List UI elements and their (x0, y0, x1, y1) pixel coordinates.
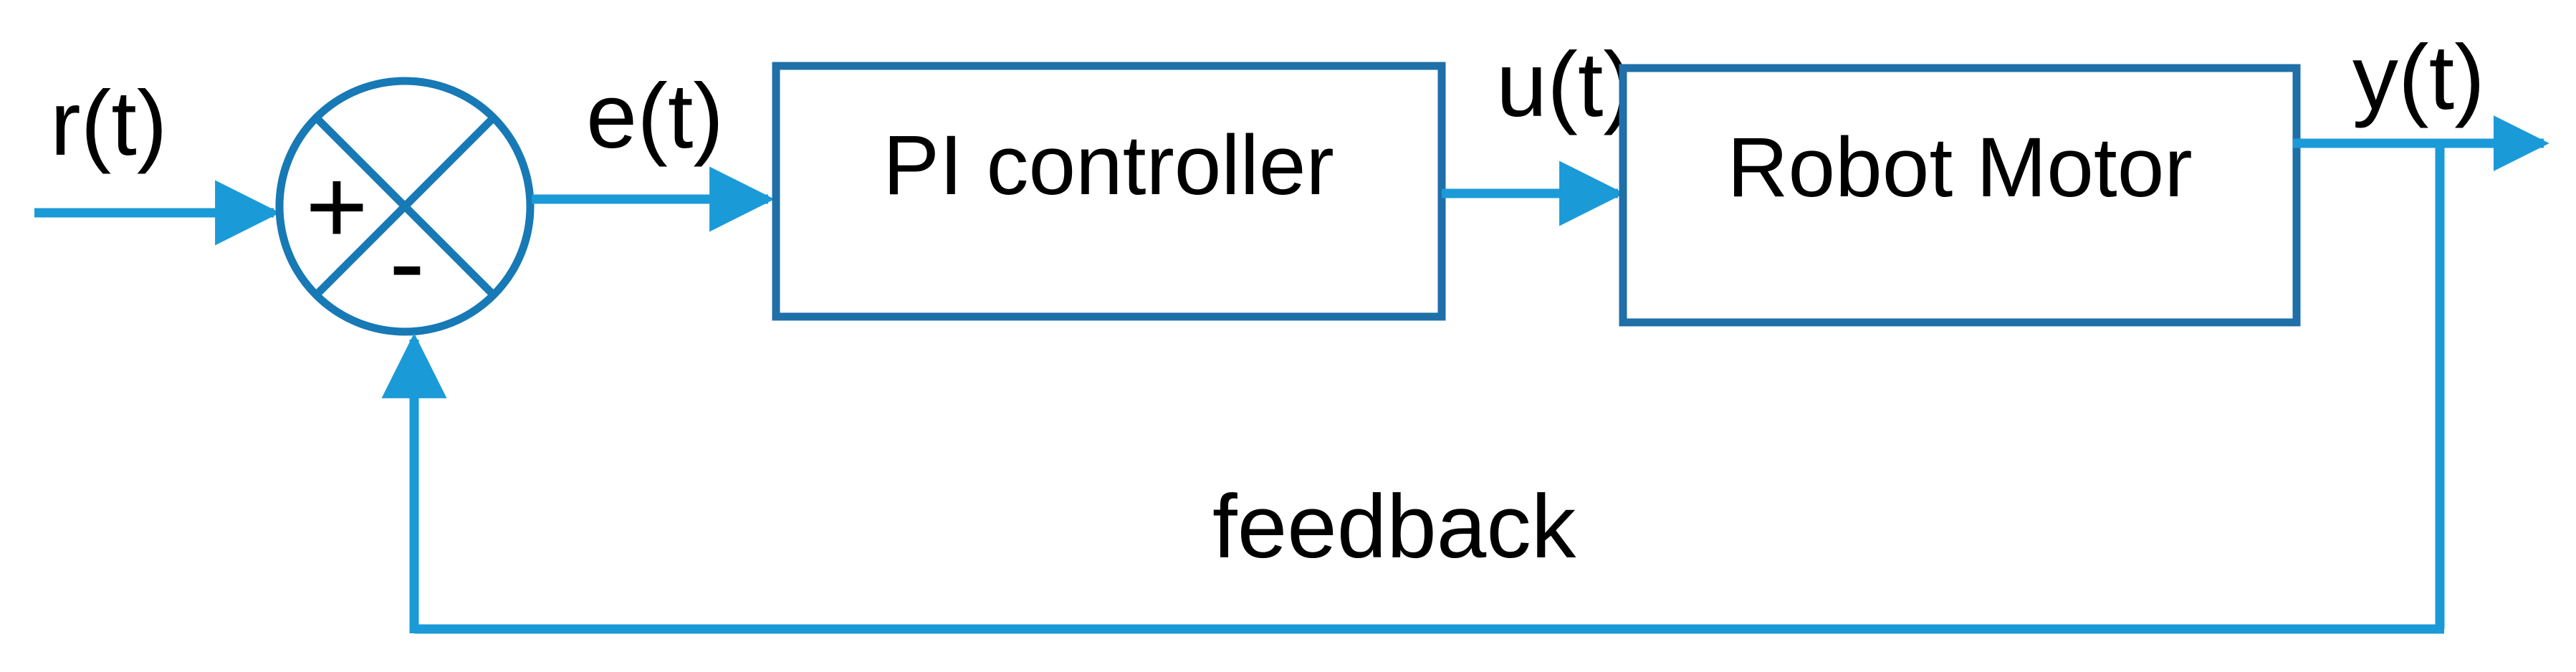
output-signal-label: y(t) (2352, 27, 2485, 129)
pi-controller-box (772, 62, 1446, 321)
robot-motor-label: Robot Motor (1727, 120, 2192, 215)
robot-motor-block[interactable]: Robot Motor (1619, 64, 2301, 327)
error-signal-label: e(t) (586, 65, 724, 168)
control-signal-label: u(t) (1496, 34, 1634, 136)
feedback-label: feedback (1212, 477, 1576, 577)
robot-motor-box (1619, 64, 2301, 327)
summing-junction-cross-line-b (313, 115, 497, 298)
pi-controller-label: PI controller (883, 118, 1334, 213)
summing-junction[interactable]: + - (275, 77, 535, 336)
pi-controller-block[interactable]: PI controller (772, 62, 1446, 321)
feedback-connector (381, 141, 2445, 634)
reference-input-label: r(t) (50, 72, 167, 175)
summing-junction-plus-sign: + (305, 146, 368, 267)
summing-junction-minus-sign: - (389, 202, 425, 322)
